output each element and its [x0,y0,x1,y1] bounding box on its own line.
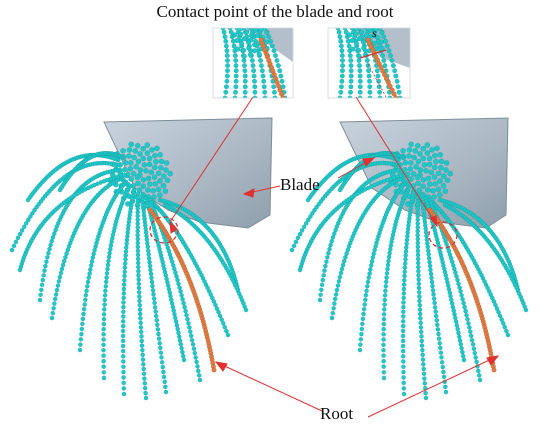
inset-left [212,27,294,99]
inset-right [327,27,411,99]
root-system-left [9,141,249,401]
arrowhead-inset-right [429,215,438,228]
contact-circle-right [428,221,458,249]
leader-root-left [215,361,323,412]
contact-circle-left [149,216,179,244]
arrowhead-root-left [214,361,228,372]
figure-title: Contact point of the blade and root [156,2,394,21]
leader-inset-left [169,96,254,223]
arrowhead-root-right [486,355,500,366]
leader-inset-right [355,96,438,227]
arrowhead-inset-left [169,220,178,234]
leader-root-right [367,355,499,418]
arrowhead-blade-left [242,188,255,198]
root-system-right [289,141,529,401]
arrowhead-blade-right [362,157,376,167]
root-label: Root [320,404,354,423]
gap-arrow [359,49,387,59]
blade-right [339,117,509,229]
blade-label: Blade [280,175,320,194]
gap-symbol-label: s [372,26,377,40]
gap-guide [367,63,388,98]
